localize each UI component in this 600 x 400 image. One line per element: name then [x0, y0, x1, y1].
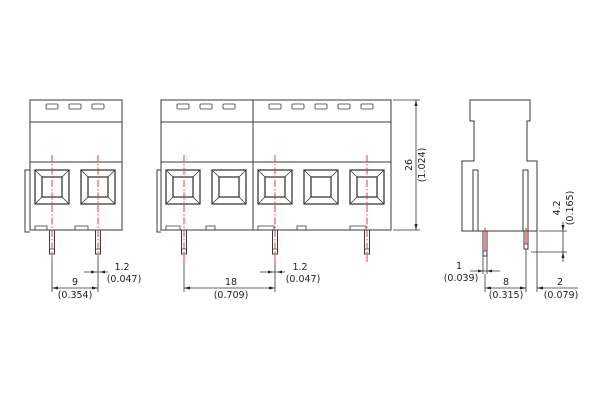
dim-side-offset-mm: 2 [557, 277, 563, 288]
dim-pin-width-5pole-in: (0.047) [286, 274, 321, 285]
dim-height-mm: 26 [404, 159, 415, 171]
dim-side-pin-width-in: (0.039) [444, 273, 479, 284]
dim-pin-length-mm: 4.2 [552, 200, 563, 215]
dim-height-in: (1.024) [417, 148, 428, 183]
dim-pitch-2pole-in: (0.354) [58, 290, 93, 301]
dim-pitch-2pole-mm: 9 [72, 277, 78, 288]
dim-pin-width-2pole-mm: 1.2 [114, 262, 129, 273]
dim-pin-width-2pole-in: (0.047) [107, 274, 142, 285]
dim-side-pin-spacing-in: (0.315) [489, 290, 524, 301]
dim-pin-length-in: (0.165) [565, 191, 576, 226]
front-view-2-pole: 9 (0.354) 1.2 (0.047) [24, 99, 142, 301]
dim-span-5pole-mm: 18 [225, 277, 237, 288]
dim-span-5pole-in: (0.709) [214, 290, 249, 301]
dim-side-pin-width-mm: 1 [456, 261, 462, 272]
side-view: 4.2 (0.165) 1 (0.039) 8 (0.315) 2 (0.079… [444, 99, 579, 301]
dim-side-pin-spacing-mm: 8 [503, 277, 509, 288]
dim-side-offset-in: (0.079) [544, 290, 579, 301]
front-view-5-pole: 18 (0.709) 1.2 (0.047) 26 (1.024) [156, 99, 428, 301]
dim-pin-width-5pole-mm: 1.2 [292, 262, 307, 273]
